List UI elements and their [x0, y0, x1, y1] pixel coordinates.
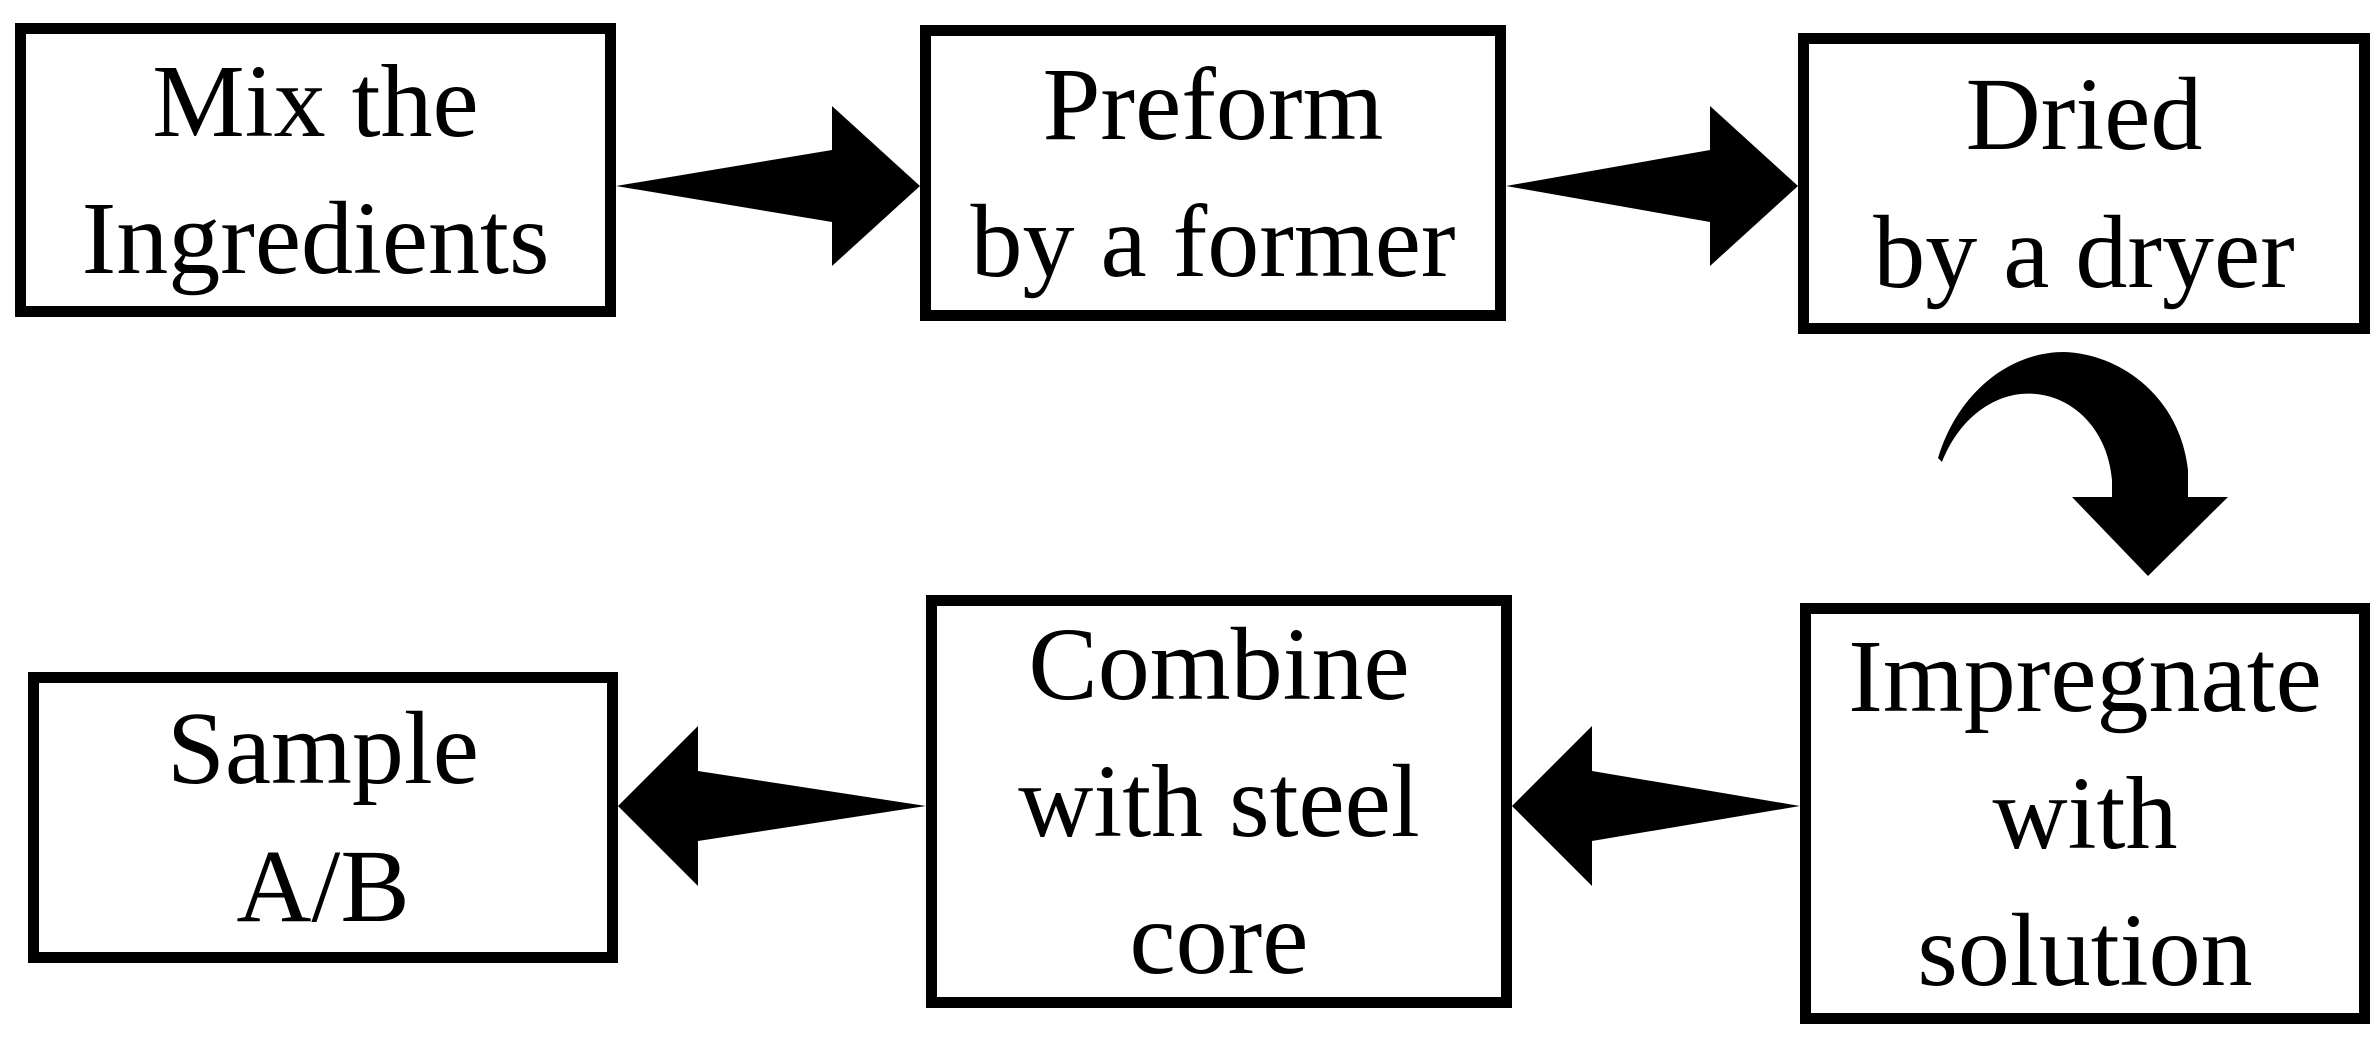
node-label-line: Dried	[1965, 57, 2203, 173]
node-impregnate: Impregnate with solution	[1800, 603, 2370, 1024]
arrow-mix-to-preform-icon	[616, 106, 920, 266]
node-label-line: Sample	[167, 691, 479, 807]
node-label-line: Preform	[1042, 46, 1384, 162]
arrow-combine-to-sample-icon	[618, 726, 926, 886]
arrow-impregnate-to-combine-icon	[1512, 726, 1800, 886]
arrow-dried-to-impregnate-curved-icon	[1938, 352, 2228, 576]
node-label-line: by a former	[970, 184, 1456, 299]
node-mix-ingredients: Mix the Ingredients	[15, 23, 616, 317]
arrow-preform-to-dried-icon	[1506, 106, 1798, 266]
node-combine: Combine with steel core	[926, 595, 1512, 1008]
node-label-line: A/B	[236, 828, 410, 944]
node-label-line: solution	[1917, 893, 2253, 1009]
node-preform: Preform by a former	[920, 25, 1506, 321]
node-label-line: Mix the	[152, 43, 479, 159]
node-label-line: with steel	[1018, 743, 1420, 859]
node-label-line: core	[1129, 881, 1309, 997]
node-label-line: with	[1992, 755, 2178, 871]
node-sample: Sample A/B	[28, 672, 618, 963]
node-label-line: Combine	[1028, 606, 1410, 722]
node-label-line: Ingredients	[81, 181, 550, 296]
node-label-line: Impregnate	[1848, 618, 2322, 734]
node-label-line: by a dryer	[1873, 194, 2295, 310]
node-dried: Dried by a dryer	[1798, 33, 2370, 334]
